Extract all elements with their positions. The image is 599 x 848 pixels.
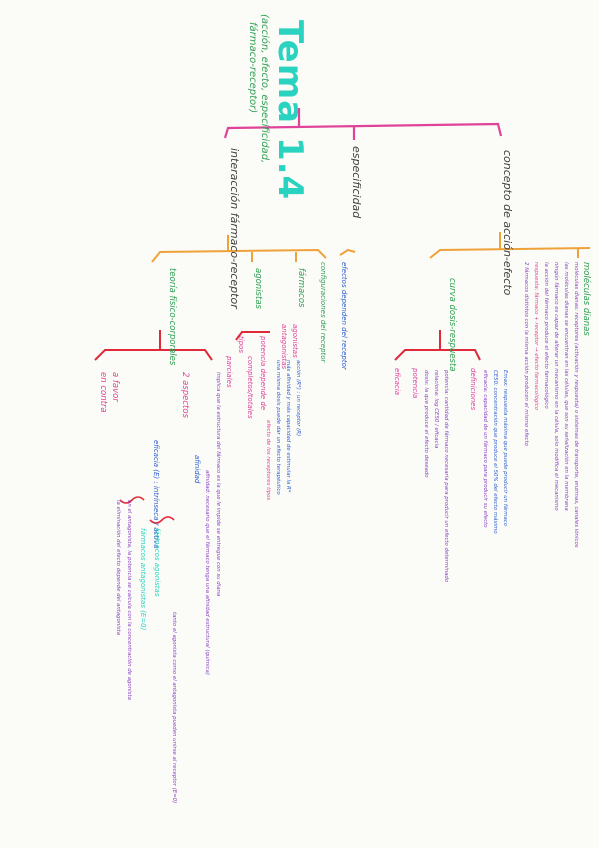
- note-curva-2: CE50: concentración que produce el 50% d…: [492, 370, 498, 534]
- node-farm-agonistas: fármacos agonistas: [153, 528, 161, 597]
- node-curva: curva dosis-respuesta: [447, 278, 457, 372]
- note-receptores-tipos: efecto de los receptores tipos: [265, 420, 271, 501]
- node-2-aspectos: 2 aspectos: [180, 372, 190, 419]
- branch-concepto: concepto de acción-efecto: [501, 150, 514, 296]
- main-bracket: [223, 122, 503, 139]
- node-parciales: parciales: [225, 356, 233, 388]
- node-config-receptor: configuraciones del receptor: [319, 262, 327, 363]
- bracket-interaccion: [151, 248, 327, 263]
- node-completos: completos/totales: [246, 356, 254, 419]
- node-definiciones: definiciones: [469, 368, 477, 411]
- brace-eficacia: [149, 516, 175, 524]
- map-subtitle-2: fármaco-receptor): [247, 22, 258, 114]
- node-teoria: teoría físico-corporales: [167, 268, 177, 366]
- node-agonistas: agonistas: [291, 324, 299, 358]
- node-en-contra: en contra: [98, 372, 108, 413]
- node-afinidad: afinidad: [193, 455, 201, 484]
- node-config-dep: efectos dependen del receptor: [340, 262, 348, 370]
- node-tipos: tipos: [237, 336, 245, 354]
- branch-interaccion: interacción fármaco-receptor: [228, 148, 241, 309]
- note-curva-5: relaciona: log CE50 / eficacia: [433, 370, 439, 449]
- node-farmacos: fármacos: [296, 268, 306, 308]
- node-moleculas: moléculas dianas: [581, 262, 591, 336]
- node-a-favor: a favor: [110, 372, 120, 402]
- note-mol-1: moléculas dianas: receptores (activación…: [573, 262, 579, 548]
- note-curva-4: potencia: cantidad de fármaco necesaria …: [443, 370, 449, 583]
- note-mol-2: las moléculas dianas se encuentran en la…: [563, 262, 569, 511]
- note-curva-6: dosis: la que produce el efecto deseado: [423, 370, 429, 478]
- bracket-teoria: [94, 349, 213, 361]
- map-subtitle-1: (acción, efecto, especificidad,: [259, 14, 270, 164]
- note-curva-1: Emax: respuesta máxima que puede produci…: [502, 370, 508, 527]
- brace-a-favor: [119, 496, 145, 504]
- node-agonistas-group: agonistas: [253, 268, 263, 309]
- note-eliminacion: la eliminación del efecto depende del an…: [115, 500, 121, 636]
- note-accion-receptor: acción (R*) : un receptor (R): [295, 360, 301, 437]
- note-afinidad: afinidad: necesario que el fármaco tenga…: [204, 470, 210, 675]
- note-afinidad-estimular: más afinidad y más capacidad de estimula…: [285, 360, 291, 493]
- note-mol-3: ningún fármaco es capaz de alterar un me…: [553, 262, 559, 511]
- bracket-tipos: [235, 331, 270, 341]
- map-title: Tema 1.4: [270, 20, 310, 201]
- node-eficacia-c: eficacia: [393, 368, 401, 396]
- bracket-especificidad: [339, 248, 356, 256]
- node-potencia-c: potencia: [411, 368, 419, 399]
- note-tanto: tanto el agonista como el antagonista pu…: [171, 612, 177, 804]
- note-curva-3: eficacia: capacidad de un fármaco para p…: [482, 370, 488, 528]
- note-mol-6: 2 fármacos distintos con la misma acción…: [523, 262, 529, 446]
- note-misma-dosis: una misma dosis puede dar un efecto tera…: [275, 360, 281, 495]
- branch-especificidad: especificidad: [350, 146, 363, 219]
- bracket-concepto: [429, 247, 591, 259]
- bracket-curva: [394, 349, 481, 361]
- note-antagonista-potencia: en el antagonista, la potencia se calcul…: [126, 500, 132, 700]
- note-implica: implica que la estructura del fármaco es…: [215, 372, 221, 597]
- note-mol-4: la acción del fármaco produce el efecto …: [543, 262, 549, 409]
- node-potencia-depende: potencia depende de: [259, 336, 267, 411]
- node-farm-antagonistas: fármacos antagonistas (E=0): [139, 528, 147, 631]
- note-mol-5: respuesta: fármaco + receptor → efecto f…: [533, 262, 539, 411]
